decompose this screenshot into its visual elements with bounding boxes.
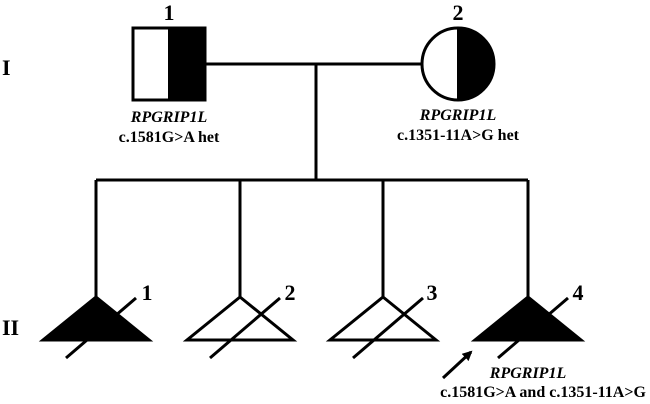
mother-symbol [420,26,496,102]
child-2-symbol [182,295,298,360]
child-1-number: 1 [142,280,153,305]
father-variant: c.1581G>A het [119,129,220,146]
mother-variant: c.1351-11A>G het [397,127,520,144]
mother-gene: RPGRIP1L [419,107,497,124]
father-symbol [131,26,207,102]
child-4-number: 4 [573,280,584,305]
child-3-number: 3 [427,280,438,305]
child-4-variant: c.1581G>A and c.1351-11A>G [440,384,646,401]
generation-label-i: I [2,55,11,80]
child-4-gene: RPGRIP1L [489,365,567,382]
generation-label-ii: II [2,315,19,340]
mother-number: 2 [453,0,464,25]
child-1-symbol [38,295,154,360]
father-number: 1 [164,0,175,25]
father-gene: RPGRIP1L [130,109,208,126]
child-2-number: 2 [285,280,296,305]
proband-arrow-icon [441,350,473,380]
child-3-symbol [325,295,441,360]
child-4-symbol [470,295,586,360]
